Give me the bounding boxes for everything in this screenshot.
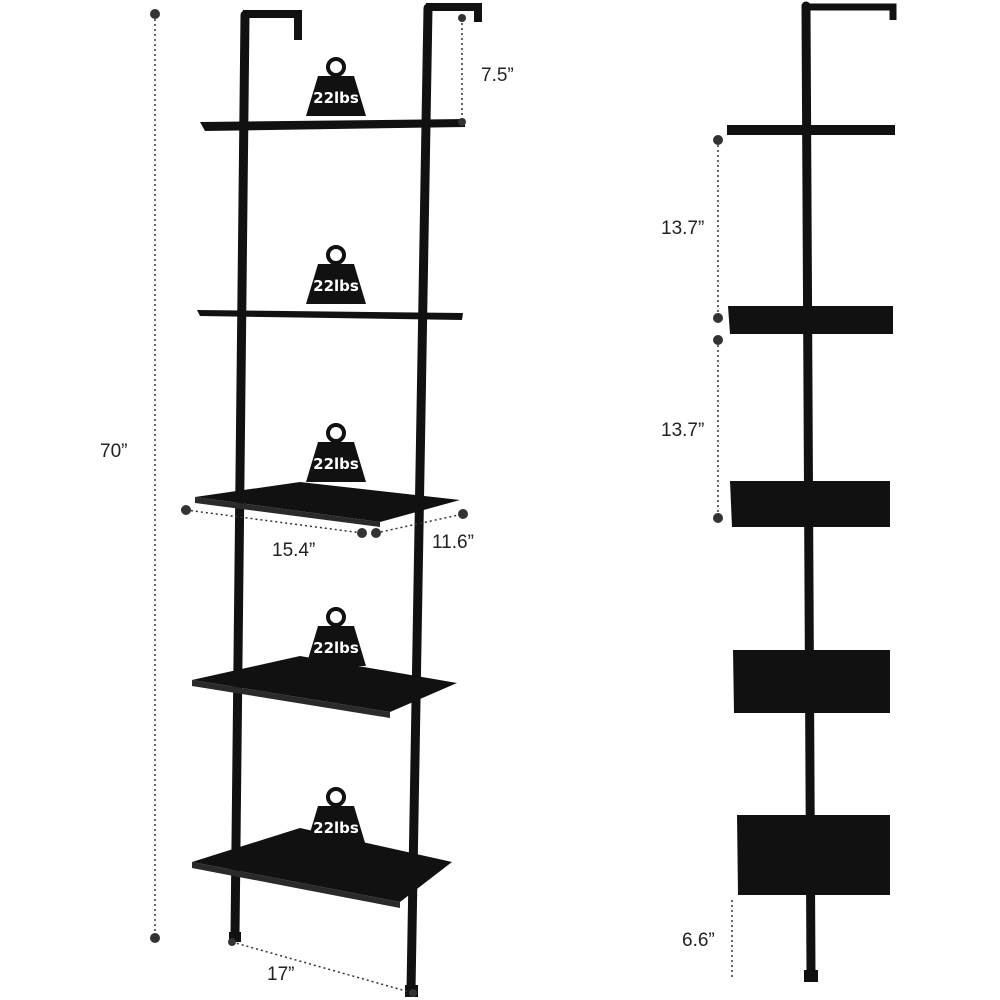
left-rail — [230, 10, 250, 940]
side-shelf-3 — [730, 481, 890, 527]
dimension-shelf-width: 15.4” — [181, 505, 367, 561]
load-label: 22lbs — [313, 455, 359, 473]
svg-text:11.6”: 11.6” — [432, 532, 474, 553]
shelf-1 — [200, 119, 465, 131]
left-foot — [229, 932, 241, 942]
dimension-hook-height: 7.5” — [458, 14, 514, 126]
dimension-shelf-gap-2: 13.7” — [661, 335, 723, 523]
load-label: 22lbs — [313, 89, 359, 107]
svg-text:70”: 70” — [100, 441, 127, 462]
shelf-4 — [192, 656, 457, 718]
load-label: 22lbs — [313, 819, 359, 837]
dimension-shelf-gap-1: 13.7” — [661, 135, 723, 323]
left-hook — [243, 10, 302, 40]
right-hook — [426, 3, 482, 22]
load-label: 22lbs — [313, 639, 359, 657]
dimension-bottom-clearance: 6.6” — [682, 900, 733, 980]
front-view: 22lbs 22lbs 22lbs 22lbs 22lbs 70” — [100, 3, 514, 997]
svg-text:7.5”: 7.5” — [481, 65, 514, 86]
weight-icon: 22lbs — [306, 607, 366, 666]
dimension-shelf-depth: 11.6” — [371, 509, 474, 553]
svg-text:6.6”: 6.6” — [682, 930, 715, 951]
side-hook — [804, 3, 897, 20]
shelf-3 — [195, 482, 460, 527]
weight-icon: 22lbs — [306, 423, 366, 482]
side-shelf-1 — [727, 125, 895, 135]
load-label: 22lbs — [313, 277, 359, 295]
weight-icon: 22lbs — [306, 57, 366, 116]
side-shelf-5 — [737, 815, 890, 895]
svg-text:13.7”: 13.7” — [661, 420, 704, 441]
dimension-base-depth: 17” — [228, 938, 417, 997]
weight-icon: 22lbs — [306, 245, 366, 304]
svg-text:13.7”: 13.7” — [661, 218, 704, 239]
shelf-5 — [192, 828, 452, 908]
svg-text:17”: 17” — [267, 964, 294, 985]
svg-text:15.4”: 15.4” — [272, 540, 315, 561]
side-shelf-2 — [728, 306, 893, 334]
side-shelf-4 — [733, 650, 890, 713]
dimension-total-height: 70” — [100, 9, 160, 943]
shelf-2 — [197, 310, 463, 320]
side-view: 13.7” 13.7” 6.6” — [661, 1, 897, 982]
weight-icon: 22lbs — [306, 787, 366, 846]
side-foot — [804, 970, 818, 982]
